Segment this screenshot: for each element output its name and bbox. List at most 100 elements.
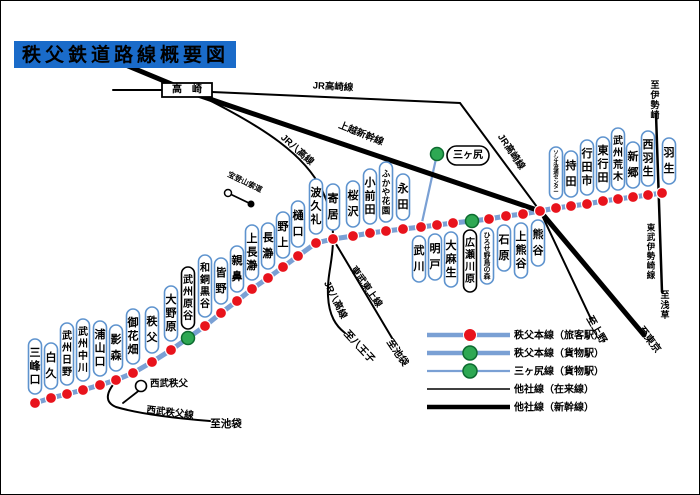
passenger-station-box	[640, 130, 656, 187]
passenger-station-dot-浦山口	[93, 378, 107, 392]
tobu-tojo-line	[332, 238, 393, 339]
passenger-station-dot-東行田	[596, 194, 610, 208]
seibu-chichibu-station-label: 西武秩父	[150, 378, 189, 390]
station-capsule-明戸: 明戸	[427, 233, 443, 281]
passenger-station-dot-新郷	[626, 190, 640, 204]
freight-station-box	[180, 266, 196, 330]
station-name: 上熊谷	[516, 229, 528, 270]
passenger-station-dot-和銅黒谷	[198, 319, 212, 333]
station-name: ひろせ野鳥の森	[484, 231, 491, 280]
passenger-station-dot-石原	[499, 209, 513, 223]
passenger-station-dot-野上	[276, 260, 290, 274]
freight-station-box	[446, 145, 490, 166]
passenger-station-box	[395, 173, 411, 221]
ropeway-terminal-open	[223, 188, 233, 198]
passenger-station-box	[92, 320, 108, 377]
passenger-station-dot-ふかや花園	[379, 224, 393, 238]
legend-row-3: 他社線（在来線）	[427, 383, 594, 396]
station-capsule-上熊谷: 上熊谷	[513, 222, 529, 279]
passenger-station-dot-親鼻	[230, 294, 244, 308]
to-ikebukuro-seibu-label: 至池袋	[210, 417, 242, 430]
passenger-station-box	[595, 136, 611, 193]
station-name: 長瀞	[263, 231, 275, 260]
passenger-station-box	[443, 231, 459, 288]
page-title-text: 秩父鉄道路線概要図	[22, 43, 229, 66]
to-asakusa-label: 至浅草	[660, 290, 669, 320]
passenger-station-box	[197, 254, 213, 318]
station-name: 波久礼	[311, 185, 323, 226]
station-name: 西羽生	[643, 138, 654, 178]
passenger-station-dot-ソシオ流通センター	[549, 201, 563, 215]
passenger-station-box	[563, 150, 579, 198]
station-capsule-秩父: 秩父	[144, 306, 160, 354]
station-name: 皆野	[216, 265, 227, 295]
legend-row-1: 秩父本線（貨物駅）	[427, 345, 604, 361]
station-name: 秩父	[146, 314, 159, 344]
station-capsule-桜沢: 桜沢	[345, 180, 361, 228]
station-name: 熊谷	[533, 227, 545, 257]
passenger-station-dot-羽生	[655, 186, 669, 200]
passenger-station-dot-大麻生	[446, 216, 460, 230]
passenger-station-dot-熊谷	[533, 204, 547, 218]
passenger-station-box	[496, 224, 512, 272]
station-capsule-白久: 白久	[43, 342, 59, 390]
passenger-station-dot-持田	[564, 199, 578, 213]
station-name: 羽生	[664, 146, 675, 175]
passenger-station-dot-武州中川	[76, 383, 90, 397]
station-capsule-武州原谷: 武州原谷	[180, 266, 196, 330]
station-capsule-波久礼: 波久礼	[308, 178, 324, 235]
station-name: 三ヶ尻	[453, 149, 483, 161]
passenger-station-dot-武州荒木	[611, 192, 625, 206]
passenger-station-dot-上熊谷	[516, 207, 530, 221]
page-title: 秩父鉄道路線概要図	[14, 41, 236, 68]
takasaki-box-rect	[161, 82, 213, 98]
passenger-station-dot-樋口	[291, 249, 305, 263]
station-capsule-ふかや花園: ふかや花園	[378, 161, 394, 223]
takasaki-label: 高 崎	[172, 83, 202, 96]
passenger-station-dot-行田市	[580, 197, 594, 211]
station-capsule-永田: 永田	[395, 173, 411, 221]
legend-dot-green	[462, 363, 478, 379]
station-capsule-上長瀞: 上長瀞	[244, 224, 260, 281]
passenger-station-box	[27, 338, 43, 395]
passenger-station-dot-西羽生	[641, 188, 655, 202]
station-name: 行田市	[581, 146, 593, 187]
passenger-station-dot-長瀞	[261, 271, 275, 285]
station-capsule-三ヶ尻: 三ヶ尻	[446, 145, 490, 166]
passenger-station-box	[378, 161, 394, 223]
passenger-station-box	[163, 285, 179, 342]
seibu-chichibu-line	[106, 379, 211, 422]
station-name: 永田	[397, 181, 410, 211]
station-name: 上長瀞	[247, 231, 259, 272]
station-capsule-樋口: 樋口	[290, 200, 306, 248]
station-capsule-野上: 野上	[275, 211, 291, 259]
passenger-station-dot-寄居	[326, 232, 340, 246]
station-capsule-影森: 影森	[108, 324, 124, 372]
passenger-station-box	[579, 139, 595, 196]
station-name: 小前田	[364, 175, 376, 216]
station-name: 武川	[413, 243, 425, 273]
joetsu-shinkansen	[125, 63, 647, 338]
passenger-station-box	[125, 308, 141, 365]
jr-takasaki-line-label: JR高崎線	[312, 79, 354, 93]
freight-station-box	[462, 229, 478, 293]
passenger-station-box	[108, 324, 124, 372]
passenger-station-box	[610, 127, 626, 191]
passenger-station-box	[229, 245, 245, 293]
station-name: 武州荒木	[612, 134, 624, 183]
legend-dot-red	[463, 328, 477, 342]
station-capsule-大麻生: 大麻生	[443, 231, 459, 288]
station-capsule-三峰口: 三峰口	[27, 338, 43, 395]
passenger-station-box	[244, 224, 260, 281]
station-capsule-皆野: 皆野	[213, 257, 229, 305]
passenger-station-dot-大野原	[164, 343, 178, 357]
station-capsule-西羽生: 西羽生	[640, 130, 656, 187]
passenger-station-dot-秩父	[145, 355, 159, 369]
station-capsule-石原: 石原	[496, 224, 512, 272]
passenger-station-box	[513, 222, 529, 279]
passenger-station-box	[548, 146, 564, 200]
freight-station-dot-武州原谷	[180, 330, 196, 346]
station-capsule-長瀞: 長瀞	[260, 222, 276, 270]
